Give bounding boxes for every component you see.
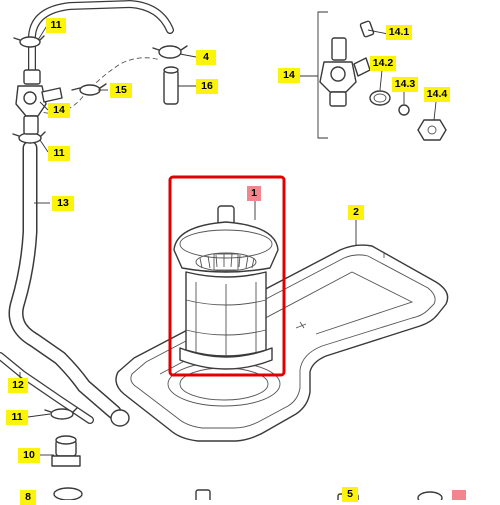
part-label-14-1: 14.1 [386,25,412,40]
part-label-12: 12 [8,378,28,393]
part-label-13: 13 [52,196,74,211]
part-label-14-left: 14 [48,103,70,118]
sleeve-16 [163,66,179,105]
part-label-11-lower: 11 [6,410,28,425]
part-label-8: 8 [20,490,36,505]
upper-tube [28,0,174,114]
hose-clip-middle [12,131,46,144]
part-label-11-middle: 11 [48,146,70,161]
clip-4 [152,45,188,59]
bottom-fragments [195,489,443,500]
connector-left [15,69,63,135]
part-label-5: 5 [342,487,358,502]
part-label-14-right: 14 [278,68,300,83]
part-label-15: 15 [110,83,132,98]
fitting-8 [53,487,83,500]
hose-clip-lower [44,407,78,420]
part-label-16: 16 [196,79,218,94]
fitting-10 [51,435,81,467]
part-label-10: 10 [18,448,40,463]
selection-highlight [168,175,286,377]
part-label-2: 2 [348,205,364,220]
part-label-11-top: 11 [46,18,66,33]
part-label-1: 1 [247,186,261,201]
filter-cartridge [173,205,279,370]
part-label-14-4: 14.4 [424,87,450,102]
clip-15 [71,83,107,96]
part-label-4: 4 [196,50,216,65]
hose-clip-top [13,35,45,48]
part-label-14-2: 14.2 [370,56,396,71]
leader-lines [19,23,437,456]
sump-tray [115,244,449,442]
connector-assembly-14 [317,11,447,141]
part-label-bottom-right [452,490,466,500]
part-label-14-3: 14.3 [392,77,418,92]
drain-hose [8,140,130,427]
